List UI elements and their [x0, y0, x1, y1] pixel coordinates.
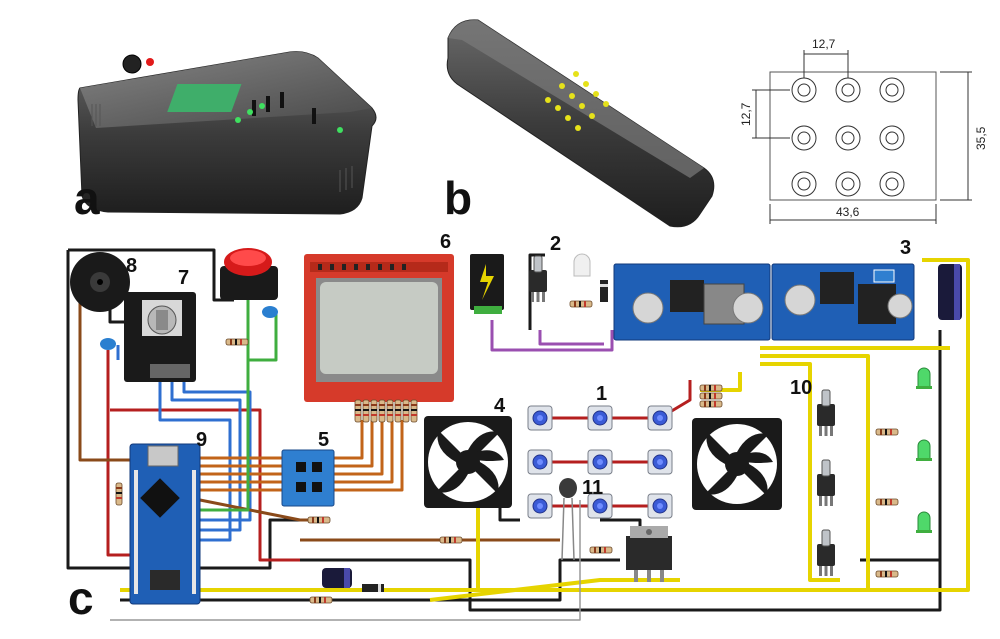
- capacitor-icon: [322, 568, 352, 588]
- panel-label-a: a: [74, 172, 100, 224]
- enclosure-back-render: [446, 19, 715, 228]
- resistor-icon: [589, 546, 613, 554]
- capacitor-icon: [100, 306, 278, 350]
- led-array: [527, 405, 673, 519]
- microcontroller-icon: [129, 443, 201, 605]
- resistor-icon: [875, 498, 899, 506]
- led-icon: [915, 367, 933, 390]
- thermistor-icon: [559, 478, 577, 561]
- resistor-icon: [875, 570, 899, 578]
- diode-icon: [600, 280, 608, 302]
- panel-label-c: c: [68, 572, 94, 624]
- dimension-pitch-horizontal: 12,7: [812, 37, 836, 51]
- fan-icon: [424, 416, 512, 508]
- led-footprints: [791, 77, 905, 197]
- buzzer-icon: [70, 252, 130, 312]
- rotary-encoder-icon: [122, 54, 142, 74]
- resistor-bank-leds: [699, 384, 723, 408]
- dimension-drawing: [752, 50, 972, 224]
- dimension-width: 43,6: [836, 205, 860, 219]
- diode-icon: [362, 584, 384, 592]
- label-5: 5: [318, 429, 329, 451]
- level-shifter-icon: [281, 449, 335, 507]
- transistor-icon: [626, 526, 672, 582]
- push-button-icon: [220, 248, 278, 300]
- fan-icon: [692, 418, 782, 510]
- resistor-icon: [439, 536, 463, 544]
- panel-label-b: b: [444, 172, 472, 224]
- label-8: 8: [126, 255, 137, 277]
- label-10: 10: [790, 377, 812, 399]
- dc-jack-icon: [470, 254, 504, 314]
- toggle-switch-icon: [816, 389, 836, 437]
- led-icon: [915, 511, 933, 534]
- resistor-bank: [354, 399, 418, 423]
- lcd-display-icon: [304, 254, 454, 402]
- buck-converter-icon: [613, 263, 771, 341]
- label-6: 6: [440, 231, 451, 253]
- resistor-icon: [309, 596, 333, 604]
- label-9: 9: [196, 429, 207, 451]
- status-led-red: [146, 58, 154, 66]
- toggle-switch-icon: [816, 459, 836, 507]
- resistor-icon: [225, 338, 249, 346]
- led-grid: [545, 71, 609, 131]
- led-icon: [573, 253, 591, 277]
- enclosure-front-render: [77, 51, 377, 215]
- label-3: 3: [900, 237, 911, 259]
- buck-converter-icon: [771, 263, 915, 341]
- toggle-switch-icon: [252, 92, 316, 124]
- label-2: 2: [550, 233, 561, 255]
- led-icon: [915, 439, 933, 462]
- rotary-encoder-icon: [124, 292, 196, 382]
- indicator-leds: [235, 103, 343, 133]
- label-4: 4: [494, 395, 506, 417]
- resistor-icon: [875, 428, 899, 436]
- resistor-icon: [115, 482, 123, 506]
- dimension-height: 35,5: [974, 126, 988, 150]
- label-1: 1: [596, 383, 607, 405]
- toggle-switch-icon: [816, 529, 836, 577]
- resistor-icon: [307, 516, 331, 524]
- lcd-window: [167, 84, 242, 112]
- resistor-icon: [569, 300, 593, 308]
- toggle-switch-icon: [528, 255, 548, 303]
- label-11: 11: [582, 477, 603, 499]
- dimension-pitch-vertical: 12,7: [739, 102, 753, 126]
- label-7: 7: [178, 267, 189, 289]
- capacitor-icon: [938, 264, 962, 320]
